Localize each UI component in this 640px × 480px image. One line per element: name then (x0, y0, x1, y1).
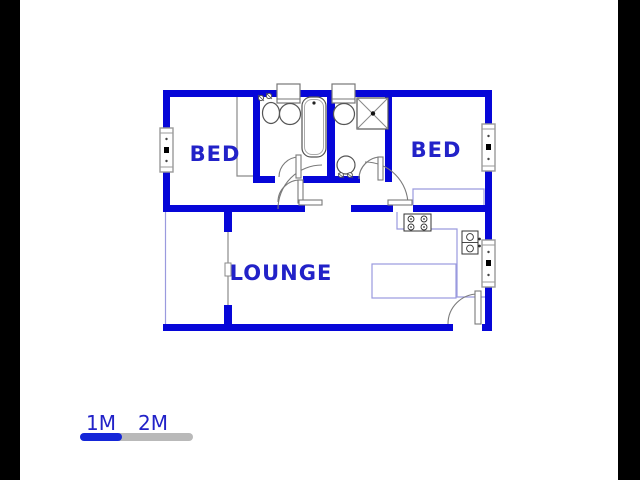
scale-label-2m: 2M (138, 411, 168, 435)
windows (159, 123, 496, 288)
wardrobe-icon (236, 97, 256, 177)
room-labels: BED BED LOUNGE (190, 138, 462, 285)
kitchen-fixtures (403, 213, 481, 255)
divider-opening-marker (224, 262, 232, 277)
letterbox-right (618, 0, 640, 480)
wall-divider-stub-bottom (224, 305, 232, 324)
wall-bottom-right (482, 324, 492, 331)
wall-right-upper (485, 90, 492, 124)
wall-bed1-bathroom (253, 97, 260, 176)
wall-divider-stub-top (224, 212, 232, 232)
door-swing-icon (364, 161, 409, 206)
table-icon (371, 263, 457, 299)
kitchen-counter-line (396, 212, 486, 298)
kitchen-sink-icon (461, 230, 481, 255)
door-leaf (387, 199, 413, 206)
wardrobe-icon (412, 188, 485, 205)
scale-label-1m: 1M (86, 411, 116, 435)
wall-bath-bottom (303, 176, 360, 183)
basin-icon (336, 155, 356, 179)
door-leaf-entrance (474, 290, 482, 325)
wall-main-left (163, 205, 305, 212)
walls (163, 90, 492, 331)
basin-icon (257, 92, 281, 125)
scale-bar: 1M 2M (80, 411, 193, 441)
wall-bottom-left (163, 324, 453, 331)
door-swing-icon (277, 164, 323, 210)
window-icon (481, 239, 496, 288)
bathroom-1-fixtures (257, 83, 327, 158)
window-icon (159, 127, 174, 173)
letterbox-left (0, 0, 20, 480)
door-leaf (377, 156, 384, 181)
bathtub-icon (301, 96, 327, 158)
wall-right-lower (485, 287, 492, 331)
door-leaf (295, 154, 302, 179)
wall-bath1-bottom-stub (253, 176, 275, 183)
wall-bath2-right (385, 97, 392, 182)
scale-bar-blue-segment (80, 433, 122, 441)
door-leaves (295, 154, 482, 325)
scale-bar-gray-segment (116, 433, 193, 441)
wall-between-bathrooms (327, 97, 335, 176)
toilet-icon (276, 83, 302, 126)
bedroom-right-label: BED (411, 138, 462, 162)
wall-top (163, 90, 492, 97)
bathroom-2-fixtures (331, 83, 389, 179)
door-swing-icon (447, 293, 479, 325)
lounge-label: LOUNGE (230, 261, 333, 285)
shower-icon (356, 97, 389, 130)
toilet-icon (331, 83, 356, 126)
light-lines (164, 188, 486, 324)
bedroom-left-label: BED (190, 142, 241, 166)
window-icon (481, 123, 496, 172)
stove-icon (403, 213, 432, 232)
door-leaf (298, 199, 323, 206)
wall-main-right (413, 205, 492, 212)
wall-main-center (351, 205, 393, 212)
